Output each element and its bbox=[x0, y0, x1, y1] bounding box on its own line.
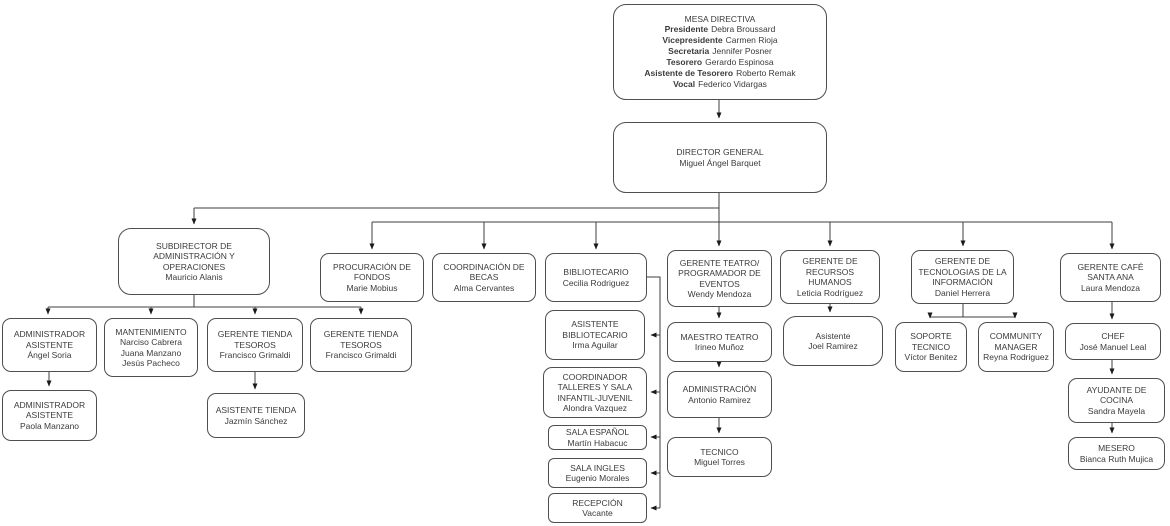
node-title: RECEPCIÓN bbox=[572, 497, 623, 508]
node-person: Francisco Grimaldi bbox=[325, 350, 397, 361]
node-person: Alondra Vazquez bbox=[562, 403, 628, 413]
node-asistente-tienda: ASISTENTE TIENDA Jazmín Sánchez bbox=[207, 393, 305, 438]
node-person: Bianca Ruth Mujica bbox=[1079, 453, 1154, 464]
node-person: Joel Ramirez bbox=[808, 341, 858, 351]
node-person: Ángel Soria bbox=[27, 350, 72, 361]
node-chef: CHEF José Manuel Leal bbox=[1065, 323, 1161, 360]
node-person: Jazmín Sánchez bbox=[224, 415, 288, 426]
node-title: COORDINACIÓN DE BECAS bbox=[443, 261, 525, 283]
node-title: AYUDANTE DE COCINA bbox=[1086, 384, 1147, 406]
node-person: Martín Habacuc bbox=[567, 437, 628, 448]
node-title: GERENTE TIENDA TESOROS bbox=[217, 329, 293, 350]
node-sala-espanol: SALA ESPAÑOL Martín Habacuc bbox=[548, 425, 647, 450]
node-person: Vacante bbox=[582, 508, 613, 518]
node-coordinacion-becas: COORDINACIÓN DE BECAS Alma Cervantes bbox=[432, 253, 536, 302]
node-person: José Manuel Leal bbox=[1079, 341, 1147, 352]
node-person: Víctor Benitez bbox=[904, 352, 958, 363]
node-title: MANTENIMIENTO bbox=[115, 326, 187, 337]
node-director-general: DIRECTOR GENERAL Miguel Ángel Barquet bbox=[613, 122, 827, 193]
node-title: BIBLIOTECARIO bbox=[563, 267, 629, 277]
node-gerente-tecnologias: GERENTE DE TECNOLOGIAS DE LA INFORMACIÓN… bbox=[911, 250, 1014, 304]
node-person: Daniel Herrera bbox=[934, 287, 991, 298]
node-person: Francisco Grimaldi bbox=[219, 350, 291, 361]
node-bibliotecario: BIBLIOTECARIO Cecilia Rodriguez bbox=[545, 253, 647, 302]
node-title: CHEF bbox=[1101, 331, 1125, 341]
node-person: Alma Cervantes bbox=[453, 282, 515, 293]
node-person: Narciso Cabrera Juana Manzano Jesús Pach… bbox=[120, 337, 182, 368]
node-title: ASISTENTE TIENDA bbox=[215, 405, 297, 415]
node-recepcion: RECEPCIÓN Vacante bbox=[548, 493, 647, 523]
node-title: SALA ESPAÑOL bbox=[565, 427, 630, 437]
node-title: ADMINISTRACIÓN bbox=[682, 384, 757, 394]
node-title: GERENTE CAFÉ SANTA ANA bbox=[1077, 261, 1144, 283]
node-person: Miguel Ángel Barquet bbox=[679, 157, 761, 168]
node-title: ASISTENTE BIBLIOTECARIO bbox=[562, 319, 628, 340]
node-administracion: ADMINISTRACIÓN Antonio Ramirez bbox=[667, 371, 772, 418]
node-title: GERENTE TIENDA TESOROS bbox=[323, 329, 399, 350]
node-ayudante-cocina: AYUDANTE DE COCINA Sandra Mayela bbox=[1068, 378, 1165, 423]
node-title: SALA INGLES bbox=[570, 462, 625, 473]
node-administrador-asistente-2: ADMINISTRADOR ASISTENTE Paola Manzano bbox=[2, 390, 97, 441]
node-title: MESA DIRECTIVA bbox=[684, 13, 756, 24]
node-title: GERENTE TEATRO/ PROGRAMADOR DE EVENTOS bbox=[678, 257, 761, 289]
node-procuracion-fondos: PROCURACIÓN DE FONDOS Marie Mobius bbox=[320, 253, 424, 302]
node-title: MESERO bbox=[1098, 443, 1135, 453]
node-person: Wendy Mendoza bbox=[687, 289, 752, 299]
node-person: Laura Mendoza bbox=[1080, 282, 1141, 293]
node-person: Eugenio Morales bbox=[565, 473, 630, 483]
node-mesero: MESERO Bianca Ruth Mujica bbox=[1068, 437, 1165, 470]
node-soporte-tecnico: SOPORTE TECNICO Víctor Benitez bbox=[895, 322, 967, 372]
node-sala-ingles: SALA INGLES Eugenio Morales bbox=[548, 458, 647, 488]
node-administrador-asistente-1: ADMINISTRADOR ASISTENTE Ángel Soria bbox=[2, 318, 97, 372]
node-person: Marie Mobius bbox=[346, 282, 398, 293]
node-title: ADMINISTRADOR ASISTENTE bbox=[13, 329, 86, 350]
node-community-manager: COMMUNITY MANAGER Reyna Rodriguez bbox=[978, 322, 1054, 372]
node-title: GERENTE DE TECNOLOGIAS DE LA INFORMACIÓN bbox=[918, 256, 1007, 287]
node-title: SUBDIRECTOR DE ADMINISTRACIÓN Y OPERACIO… bbox=[153, 240, 235, 272]
node-person: Sandra Mayela bbox=[1087, 405, 1146, 416]
node-title: ADMINISTRADOR ASISTENTE bbox=[13, 399, 86, 421]
node-person: Miguel Torres bbox=[694, 457, 745, 467]
node-person: Leticia Rodríguez bbox=[796, 287, 864, 298]
node-gerente-recursos-humanos: GERENTE DE RECURSOS HUMANOS Leticia Rodr… bbox=[780, 250, 880, 304]
node-title: TECNICO bbox=[700, 446, 739, 457]
node-person: Irma Aguilar bbox=[572, 340, 618, 351]
node-mantenimiento: MANTENIMIENTO Narciso Cabrera Juana Manz… bbox=[104, 318, 198, 377]
node-title: SOPORTE TECNICO bbox=[910, 331, 952, 352]
node-title: MAESTRO TEATRO bbox=[680, 331, 759, 342]
node-gerente-tienda-tesoros-1: GERENTE TIENDA TESOROS Francisco Grimald… bbox=[207, 318, 303, 372]
node-title: PROCURACIÓN DE FONDOS bbox=[333, 261, 411, 283]
node-title: COMMUNITY MANAGER bbox=[989, 331, 1043, 352]
node-tecnico: TECNICO Miguel Torres bbox=[667, 437, 772, 477]
node-title: Asistente bbox=[815, 330, 851, 341]
node-person: Paola Manzano bbox=[19, 420, 80, 431]
node-maestro-teatro: MAESTRO TEATRO Irineo Muñoz bbox=[667, 322, 772, 362]
node-title: DIRECTOR GENERAL bbox=[676, 147, 764, 157]
node-person: Reyna Rodriguez bbox=[983, 352, 1049, 363]
node-gerente-teatro: GERENTE TEATRO/ PROGRAMADOR DE EVENTOS W… bbox=[667, 250, 772, 307]
node-coordinador-talleres: COORDINADOR TALLERES Y SALA INFANTIL-JUV… bbox=[543, 367, 647, 418]
node-title: COORDINADOR TALLERES Y SALA INFANTIL-JUV… bbox=[557, 371, 633, 403]
node-person: Irineo Muñoz bbox=[694, 342, 745, 352]
node-asistente-rh: Asistente Joel Ramirez bbox=[783, 316, 883, 366]
node-person: Cecilia Rodriguez bbox=[562, 277, 630, 288]
node-gerente-cafe-santa-ana: GERENTE CAFÉ SANTA ANA Laura Mendoza bbox=[1060, 253, 1161, 302]
node-title: GERENTE DE RECURSOS HUMANOS bbox=[802, 256, 858, 287]
node-subdirector-administracion: SUBDIRECTOR DE ADMINISTRACIÓN Y OPERACIO… bbox=[118, 228, 270, 295]
node-person: Mauricio Alanis bbox=[165, 272, 223, 282]
node-person: Antonio Ramirez bbox=[688, 394, 751, 405]
node-asistente-bibliotecario: ASISTENTE BIBLIOTECARIO Irma Aguilar bbox=[545, 310, 645, 360]
node-gerente-tienda-tesoros-2: GERENTE TIENDA TESOROS Francisco Grimald… bbox=[310, 318, 412, 372]
